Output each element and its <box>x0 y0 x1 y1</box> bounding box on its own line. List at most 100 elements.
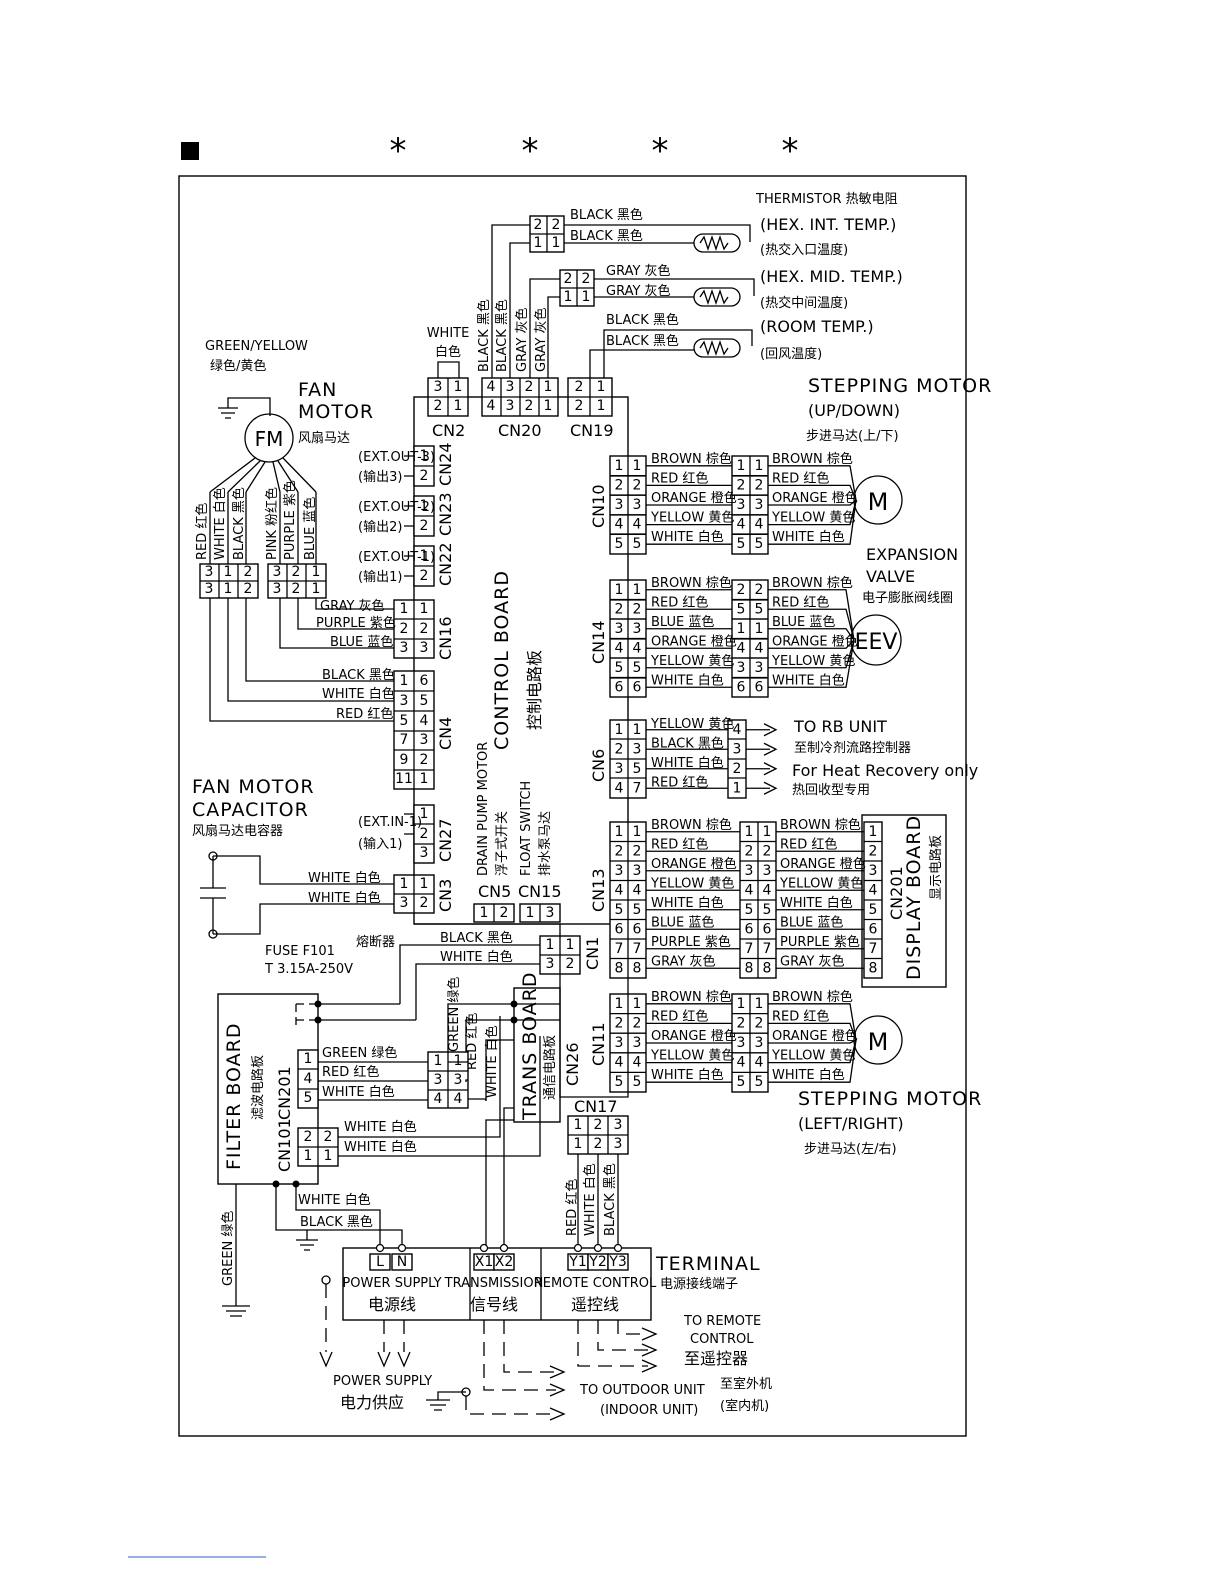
svg-text:3: 3 <box>400 640 409 656</box>
pin-number: 5 <box>633 660 642 676</box>
wire-label: PURPLE 紫色 <box>780 934 860 950</box>
pin-number: 5 <box>615 1074 624 1090</box>
svg-text:1: 1 <box>420 806 429 822</box>
trans-board-label-cn: 通信电路板 <box>542 1035 558 1100</box>
pin-number: 3 <box>615 497 624 513</box>
filter-wire-label: WHITE 白色 <box>322 1084 395 1100</box>
pin-number: 8 <box>763 960 772 976</box>
pin-number: 7 <box>869 941 878 957</box>
svg-text:3: 3 <box>273 564 282 580</box>
svg-text:2: 2 <box>420 568 429 584</box>
svg-text:2: 2 <box>420 468 429 484</box>
svg-text:2: 2 <box>420 895 429 911</box>
white-label-cn: 白色 <box>435 344 461 360</box>
cn4-wire-label: BLACK 黑色 <box>322 667 395 683</box>
svg-text:1: 1 <box>420 498 429 514</box>
pin-number: 5 <box>869 902 878 918</box>
pin-number: 4 <box>633 882 642 898</box>
svg-text:2: 2 <box>420 518 429 534</box>
svg-text:2: 2 <box>324 1129 333 1145</box>
wire-label: RED 红色 <box>651 774 708 790</box>
pin-number: 4 <box>615 780 624 796</box>
filter-out-wire-label: WHITE 白色 <box>344 1119 417 1135</box>
cn20-wire-label: BLACK 黑色 <box>476 299 492 372</box>
rb-unit-label-cn: 至制冷剂流路控制器 <box>794 740 911 756</box>
wire-label: YELLOW 黄色 <box>771 653 855 669</box>
svg-text:1: 1 <box>312 581 321 597</box>
pin-number: 2 <box>615 601 624 617</box>
svg-text:3: 3 <box>205 581 214 597</box>
cn3-wire-label: WHITE 白色 <box>308 890 381 906</box>
fan-wire-label: RED 红色 <box>194 503 210 560</box>
svg-text:2: 2 <box>244 564 253 580</box>
wire-label: YELLOW 黄色 <box>650 653 734 669</box>
wire-label: BROWN 棕色 <box>651 989 732 1005</box>
fan-wire-label: PINK 粉红色 <box>264 487 280 560</box>
eev-symbol-text: EEV <box>855 630 898 655</box>
expansion-label: EXPANSION <box>866 545 958 564</box>
svg-text:1: 1 <box>304 1148 313 1164</box>
svg-text:3: 3 <box>420 640 429 656</box>
wire-label: BROWN 棕色 <box>772 989 853 1005</box>
pin-number: 2 <box>633 477 642 493</box>
pin-number: 1 <box>733 780 742 796</box>
thermistor-room: (ROOM TEMP.) <box>760 317 874 336</box>
green-yellow-label: GREEN/YELLOW <box>205 339 308 354</box>
cn23-label: CN23 <box>436 493 455 537</box>
pin-number: 4 <box>615 640 624 656</box>
svg-text:2: 2 <box>304 1129 313 1145</box>
cn24-label: CN24 <box>436 443 455 487</box>
pin-number: 2 <box>737 1015 746 1031</box>
pin-number: 6 <box>745 921 754 937</box>
pin-number: 1 <box>633 582 642 598</box>
pin-number: 6 <box>737 679 746 695</box>
svg-text:7: 7 <box>400 732 409 748</box>
rb-unit-label: TO RB UNIT <box>793 717 887 736</box>
outdoor-label-cn: 至室外机 <box>720 1376 772 1392</box>
svg-text:1: 1 <box>546 937 555 953</box>
wire-label: ORANGE 橙色 <box>772 490 858 506</box>
svg-text:1: 1 <box>434 1053 443 1069</box>
svg-text:1: 1 <box>454 379 463 395</box>
cn27-connector: 123 <box>413 804 435 864</box>
pin-number: 1 <box>633 722 642 738</box>
svg-text:3: 3 <box>400 895 409 911</box>
svg-text:1: 1 <box>574 1117 583 1133</box>
wire-label: ORANGE 橙色 <box>772 633 858 649</box>
pin-number: 2 <box>615 477 624 493</box>
pin-number: 2 <box>745 843 754 859</box>
outdoor-label-cn: (室内机) <box>720 1398 769 1414</box>
svg-text:2: 2 <box>552 217 561 233</box>
pin-number: 3 <box>755 497 764 513</box>
thermistor-symbol <box>693 338 741 358</box>
svg-text:1: 1 <box>304 1051 313 1067</box>
eev-symbol <box>850 614 902 666</box>
svg-text:2: 2 <box>525 398 534 414</box>
pin-number: 5 <box>737 1074 746 1090</box>
remote-wire-label: BLACK 黑色 <box>602 1163 618 1236</box>
pin-number: 8 <box>633 960 642 976</box>
svg-text:1: 1 <box>224 564 233 580</box>
wire-label: BLACK 黑色 <box>570 207 643 223</box>
cn5-label: CN5 <box>478 882 511 901</box>
svg-text:4: 4 <box>420 713 429 729</box>
pin-number: 5 <box>755 536 764 552</box>
remote-wire-label: WHITE 白色 <box>582 1163 598 1236</box>
wire-label: RED 红色 <box>651 836 708 852</box>
pin-number: 2 <box>615 1015 624 1031</box>
fan-motor-symbol <box>244 413 294 463</box>
wire-label: ORANGE 橙色 <box>780 856 866 872</box>
wire-label: YELLOW 黄色 <box>650 510 734 526</box>
cn6-out-connector <box>727 719 747 799</box>
wire-label: BLUE 蓝色 <box>772 614 835 630</box>
pin-number: 6 <box>615 921 624 937</box>
pin-number: 5 <box>755 1074 764 1090</box>
pin-number: 3 <box>615 761 624 777</box>
drain-label: DRAIN PUMP MOTOR <box>476 742 491 876</box>
outdoor-label: TO OUTDOOR UNIT <box>579 1383 705 1398</box>
svg-text:2: 2 <box>400 621 409 637</box>
wire-label: ORANGE 橙色 <box>651 490 737 506</box>
svg-text:3: 3 <box>205 564 214 580</box>
